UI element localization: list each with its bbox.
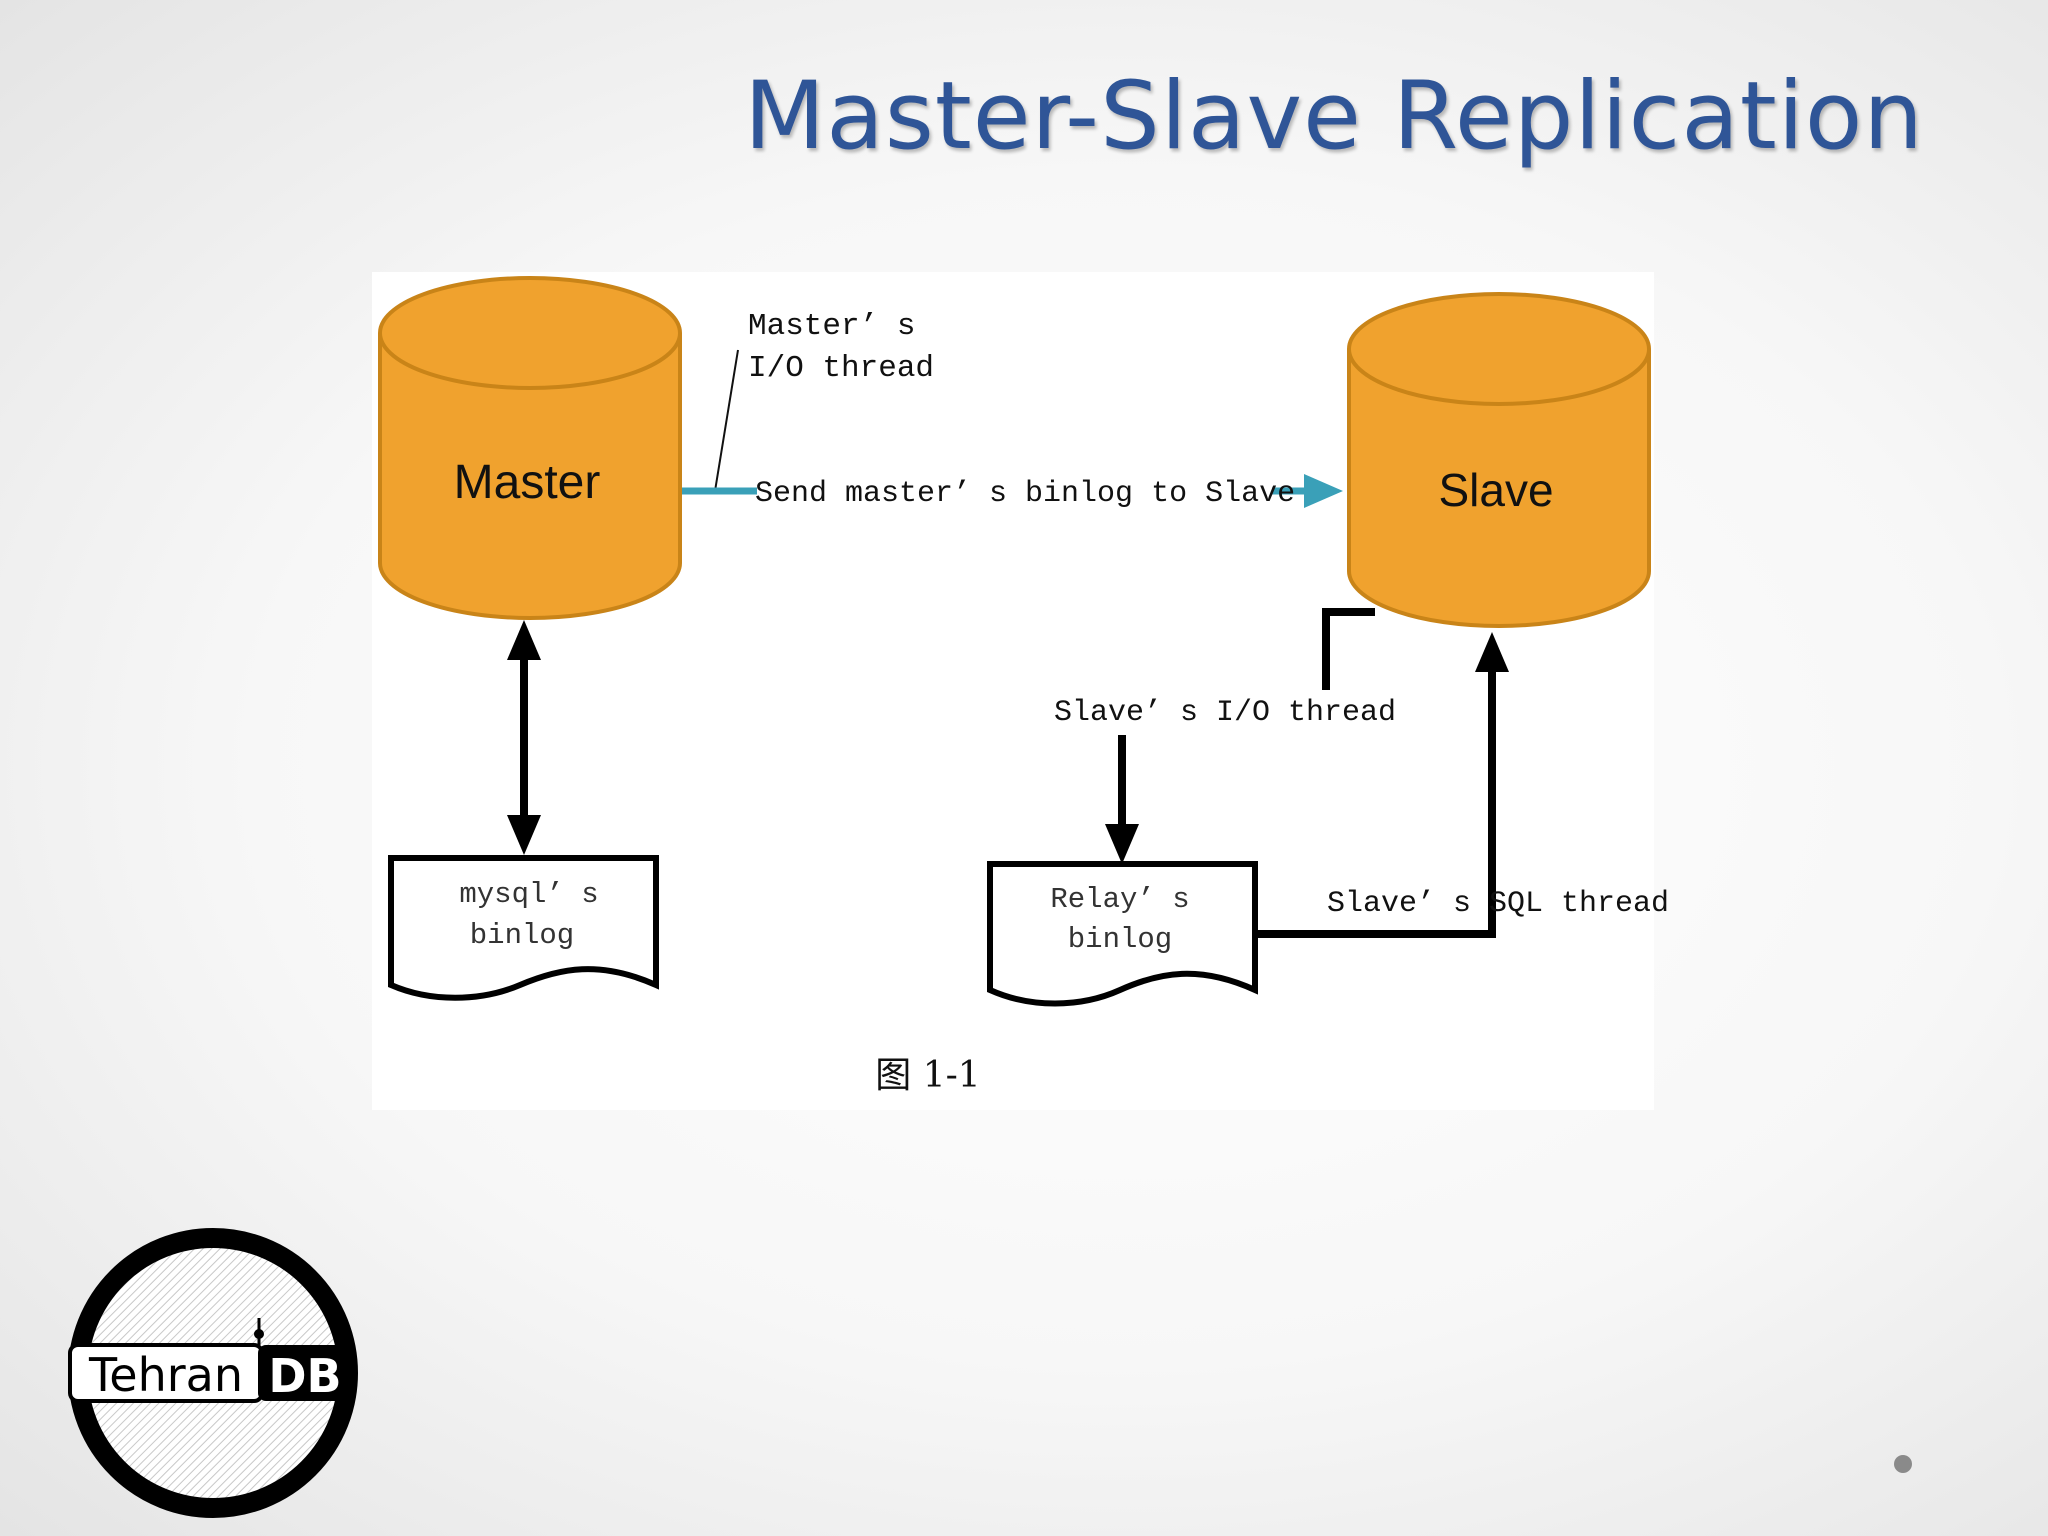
master-io-thread-label-line1: Master’ s bbox=[748, 309, 915, 344]
master-io-thread-label-line2: I/O thread bbox=[748, 351, 934, 386]
mysql-binlog-label-line2: binlog bbox=[470, 919, 574, 952]
slave-io-thread-label: Slave’ s I/O thread bbox=[1054, 696, 1396, 730]
slide-title: Master-Slave Replication bbox=[744, 62, 1924, 171]
slave-label: Slave bbox=[1438, 464, 1553, 516]
relay-binlog-label-line1: Relay’ s bbox=[1050, 883, 1189, 916]
master-database-icon: Master bbox=[378, 276, 682, 620]
slave-io-thread-connector bbox=[1322, 608, 1375, 690]
send-binlog-label: Send master’ s binlog to Slave bbox=[755, 477, 1295, 511]
figure-caption: 图 1-1 bbox=[875, 1055, 980, 1096]
master-io-thread-leader-line bbox=[714, 349, 739, 492]
logo-text-right: DB bbox=[268, 1349, 341, 1403]
slide-indicator-dot bbox=[1894, 1455, 1912, 1473]
slave-database-icon: Slave bbox=[1347, 292, 1651, 628]
master-label: Master bbox=[454, 456, 601, 509]
relay-binlog-label-line2: binlog bbox=[1068, 923, 1172, 956]
mysql-binlog-label-line1: mysql’ s bbox=[459, 878, 598, 911]
slave-sql-thread-label: Slave’ s SQL thread bbox=[1327, 887, 1669, 921]
relay-binlog-document-icon: Relay’ s binlog bbox=[987, 861, 1258, 1007]
sql-thread-arrow bbox=[1255, 632, 1509, 938]
logo-text-left: Tehran bbox=[88, 1348, 243, 1402]
mysql-binlog-document-icon: mysql’ s binlog bbox=[388, 855, 659, 1001]
send-binlog-arrow bbox=[682, 474, 1343, 508]
master-binlog-double-arrow bbox=[507, 620, 541, 855]
relay-write-arrow bbox=[1105, 735, 1139, 864]
tehrandb-logo: Tehran DB bbox=[68, 1228, 358, 1518]
